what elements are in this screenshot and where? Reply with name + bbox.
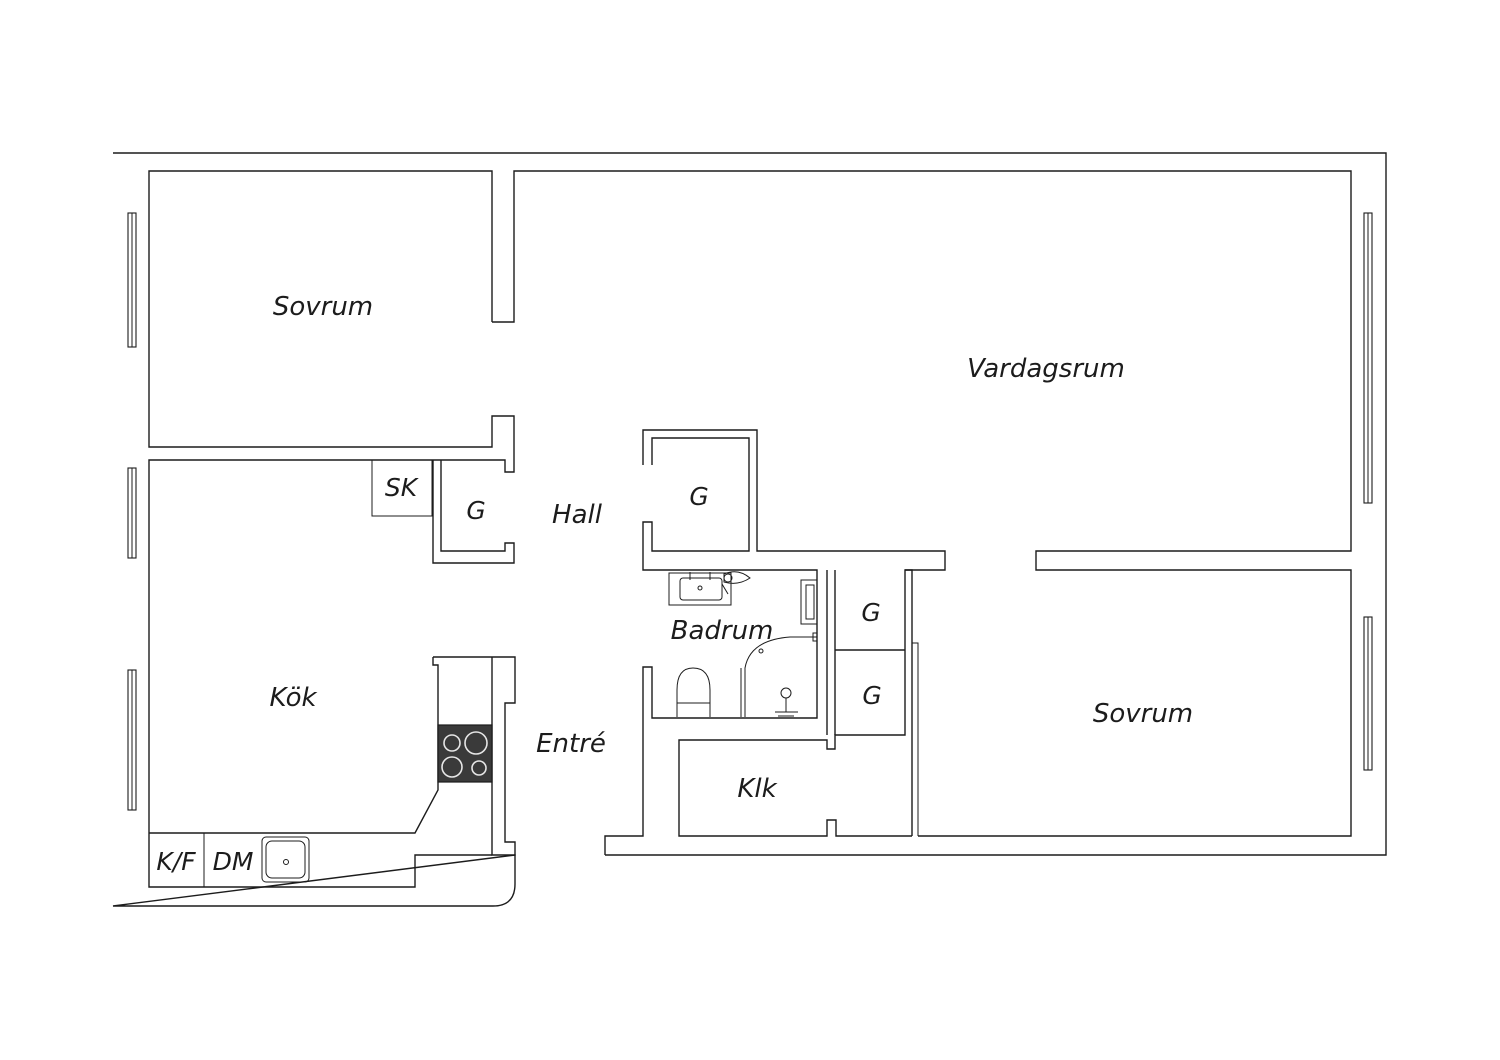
- room-label-vardagsrum: Vardagsrum: [967, 354, 1125, 384]
- fixture-label-dm: DM: [213, 847, 254, 876]
- hall-closet-walls: [432, 460, 515, 564]
- window-right-2: [1363, 616, 1373, 771]
- fixture-label-g-right-top: G: [861, 598, 880, 627]
- fixture-label-kf: K/F: [156, 847, 196, 876]
- window-right-1: [1363, 212, 1373, 504]
- burner-icon: [441, 756, 463, 778]
- toilet-icon: [676, 667, 711, 717]
- sink-icon: [261, 836, 310, 883]
- fixture-label-g-hall: G: [466, 496, 485, 525]
- burner-icon: [471, 760, 487, 776]
- bathroom-tap-icon: [721, 571, 751, 595]
- window-left-2: [127, 467, 137, 559]
- room-label-klk: Klk: [737, 774, 777, 804]
- sk-closet: [371, 459, 433, 517]
- sink-drain-icon: [283, 859, 289, 865]
- room-label-sovrum-right: Sovrum: [1093, 699, 1193, 729]
- sovrum-top-walls: [148, 170, 515, 833]
- center-closet-inner: [604, 437, 818, 855]
- klk-door: [912, 642, 919, 836]
- burner-icon: [443, 734, 461, 752]
- shower-icon: [740, 632, 818, 717]
- badrum-right-wall: [826, 569, 913, 836]
- window-left-3: [127, 669, 137, 811]
- room-label-entre: Entré: [536, 729, 606, 759]
- fixture-label-g-center: G: [689, 482, 708, 511]
- room-label-badrum: Badrum: [671, 616, 774, 646]
- kok-bottom-counter: [148, 833, 492, 888]
- wall-cabinet-icon: [800, 579, 818, 625]
- wall-cabinet-inner: [805, 584, 815, 620]
- center-closet-walls: [642, 429, 946, 837]
- fixture-label-g-right-bottom: G: [862, 681, 881, 710]
- outer-wall: [112, 152, 1387, 907]
- sink-basin: [265, 840, 306, 879]
- room-label-sovrum-top: Sovrum: [273, 292, 373, 322]
- fixture-label-sk: SK: [385, 473, 420, 502]
- room-label-kok: Kök: [269, 683, 317, 713]
- window-left-1: [127, 212, 137, 348]
- room-label-hall: Hall: [552, 500, 603, 530]
- bathroom-sink-icon: [668, 572, 732, 606]
- burner-icon: [464, 731, 488, 755]
- sovrum-top-door-jamb: [492, 170, 1352, 837]
